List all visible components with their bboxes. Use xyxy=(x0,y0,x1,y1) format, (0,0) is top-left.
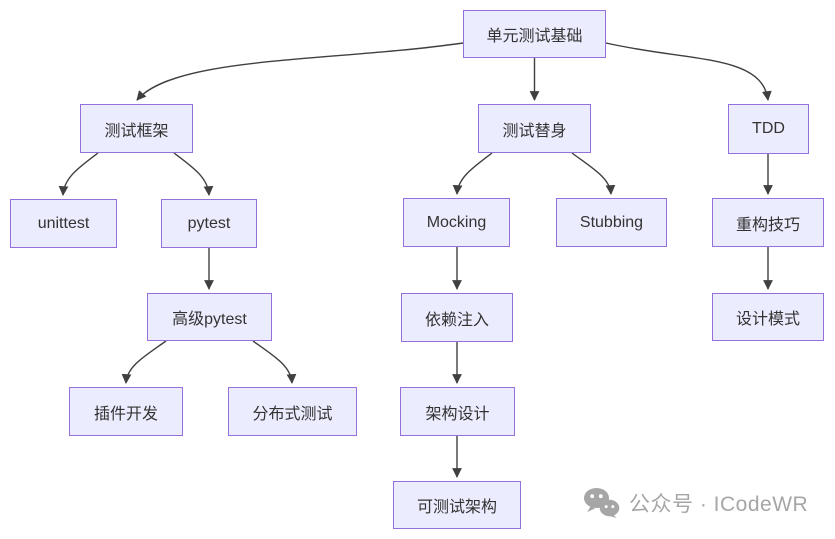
node-tdd: TDD xyxy=(728,104,809,154)
node-mocking: Mocking xyxy=(403,198,510,247)
edge-framework-unittest xyxy=(58,152,99,196)
node-refactoring-skills: 重构技巧 xyxy=(712,198,824,247)
edge-framework-pytest xyxy=(173,152,214,196)
edge-advanced-plugin-dev xyxy=(121,340,167,384)
wechat-icon xyxy=(584,488,620,518)
node-plugin-development: 插件开发 xyxy=(69,387,183,436)
node-advanced-pytest: 高级pytest xyxy=(147,293,272,341)
node-distributed-testing: 分布式测试 xyxy=(228,387,357,436)
node-architecture-design: 架构设计 xyxy=(400,387,515,436)
node-unit-testing-basics: 单元测试基础 xyxy=(463,10,606,58)
edge-doubles-mocking xyxy=(452,152,493,195)
watermark-text: 公众号 · ICodeWR xyxy=(629,492,809,516)
edge-root-framework xyxy=(136,42,464,101)
edge-root-tdd xyxy=(605,42,772,101)
node-design-patterns: 设计模式 xyxy=(712,293,824,341)
node-dependency-injection: 依赖注入 xyxy=(401,293,513,342)
watermark: 公众号 · ICodeWR xyxy=(583,487,808,518)
node-stubbing: Stubbing xyxy=(556,198,667,247)
node-test-doubles: 测试替身 xyxy=(478,104,591,153)
edge-doubles-stubbing xyxy=(571,152,616,195)
node-test-framework: 测试框架 xyxy=(80,104,193,153)
node-testable-architecture: 可测试架构 xyxy=(393,481,521,529)
edge-advanced-distributed xyxy=(252,340,297,384)
node-unittest: unittest xyxy=(10,199,117,248)
node-pytest: pytest xyxy=(161,199,257,248)
